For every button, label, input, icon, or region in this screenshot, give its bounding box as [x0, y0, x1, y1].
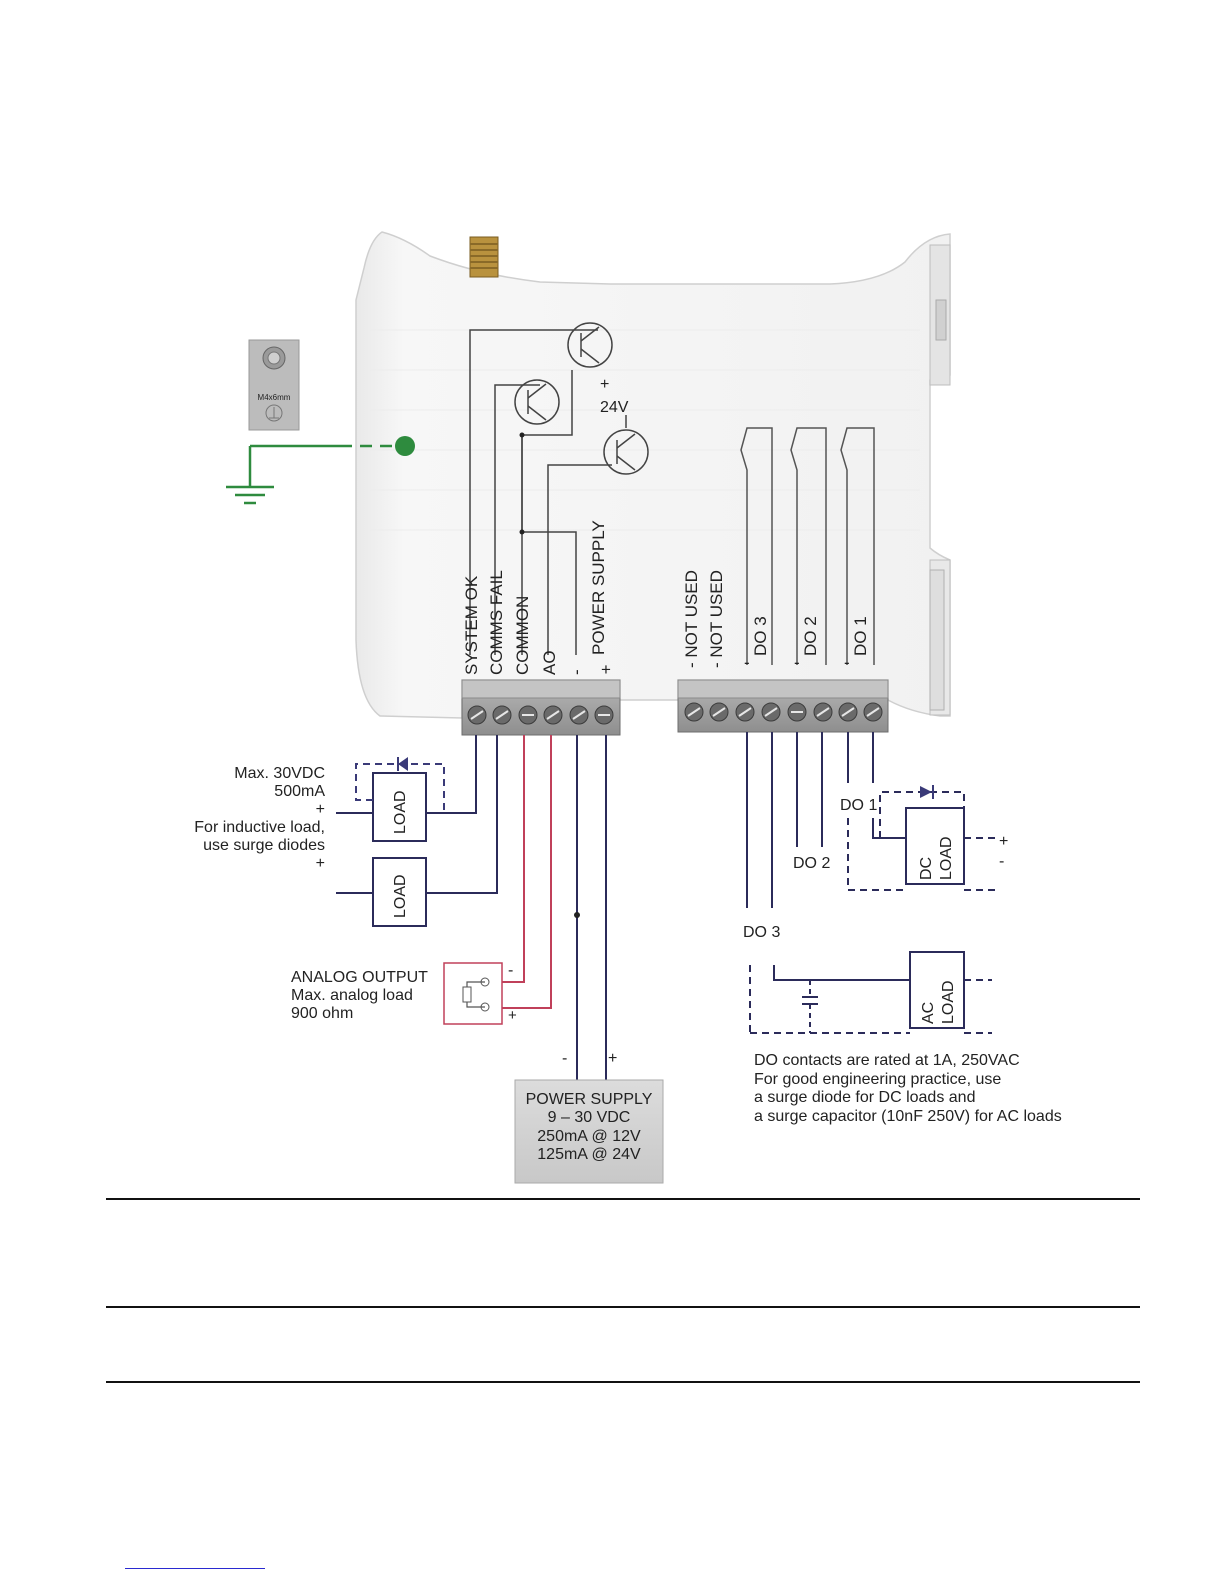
- terminal-label-common: COMMON: [513, 596, 532, 675]
- divider-rule-3: [106, 1381, 1140, 1383]
- load-surge-diode: [355, 763, 445, 813]
- ac-load-box: AC LOAD: [909, 951, 965, 1029]
- note-plus-1: +: [316, 801, 325, 818]
- ac-load-line1: AC: [920, 1002, 937, 1024]
- load-2-label: LOAD: [392, 874, 409, 918]
- dc-load-line1: DC: [918, 857, 935, 880]
- note-plus-2: +: [316, 855, 325, 872]
- dc-load-plus: +: [999, 833, 1008, 850]
- do3-label: DO 3: [743, 924, 780, 941]
- note-inductive-1: For inductive load,: [194, 819, 325, 836]
- terminal-label-psu-plus: +: [601, 660, 611, 679]
- relay-contacts: [740, 427, 875, 665]
- load-box-2: LOAD: [372, 857, 427, 927]
- terminal-label-comms-fail: COMMS FAIL: [487, 570, 506, 675]
- terminal-label-system-ok: SYSTEM OK: [462, 575, 481, 675]
- psu-plus: +: [608, 1050, 617, 1067]
- terminal-label-psu-minus: -: [567, 669, 586, 675]
- terminal-label-power-supply: POWER SUPPLY: [589, 520, 608, 655]
- load-1-label: LOAD: [392, 790, 409, 834]
- dc-load-box: DC LOAD: [905, 807, 965, 885]
- do-note-4: a surge capacitor (10nF 250V) for AC loa…: [754, 1108, 1062, 1125]
- psu-line-4: 125mA @ 24V: [537, 1146, 641, 1163]
- terminal-label-do1: DO 1: [851, 616, 870, 656]
- analog-minus: -: [508, 962, 513, 979]
- analog-output-load: - +: [443, 962, 517, 1025]
- device-housing: [355, 231, 951, 719]
- footnote-link-rule[interactable]: [125, 1568, 265, 1569]
- do1-label: DO 1: [840, 797, 877, 814]
- divider-rule-2: [106, 1306, 1140, 1308]
- do-notes: DO contacts are rated at 1A, 250VAC For …: [754, 1052, 1062, 1125]
- psu-line-2: 9 – 30 VDC: [548, 1109, 631, 1126]
- screw-size-label: M4x6mm: [258, 393, 291, 402]
- ac-load-circuit: [749, 965, 992, 1034]
- left-notes: Max. 30VDC 500mA + For inductive load, u…: [194, 765, 325, 872]
- ground-connection: [226, 444, 398, 505]
- left-terminal-labels: SYSTEM OK COMMS FAIL COMMON AO - POWER S…: [462, 520, 611, 679]
- terminal-label-do2-minus: -: [794, 653, 800, 672]
- power-supply-box: POWER SUPPLY 9 – 30 VDC 250mA @ 12V 125m…: [514, 1079, 664, 1184]
- do2-label: DO 2: [793, 855, 830, 872]
- dc-load-line2: LOAD: [938, 836, 955, 880]
- right-terminal-labels: - NOT USED - NOT USED - DO 3 - DO 2 - DO…: [682, 570, 870, 672]
- analog-output-title: ANALOG OUTPUT: [291, 969, 428, 986]
- terminal-label-ao: AO: [540, 650, 559, 675]
- ground-screw-label: M4x6mm: [248, 339, 300, 431]
- terminal-block-right: [677, 679, 889, 733]
- ground-point: [395, 436, 415, 456]
- internal-circuit: [469, 322, 649, 655]
- do-note-2: For good engineering practice, use: [754, 1071, 1001, 1088]
- dc-load-minus: -: [999, 853, 1004, 870]
- terminal-block-left: [461, 679, 621, 736]
- terminal-label-do3-minus: -: [744, 653, 750, 672]
- terminal-label-do2: DO 2: [801, 616, 820, 656]
- load-box-1: LOAD: [372, 772, 427, 842]
- psu-line-1: POWER SUPPLY: [526, 1091, 653, 1108]
- terminal-label-do3: DO 3: [751, 616, 770, 656]
- do-note-3: a surge diode for DC loads and: [754, 1089, 975, 1106]
- terminal-label-do1-minus: -: [844, 653, 850, 672]
- external-wiring-right: [746, 732, 874, 908]
- ac-load-line2: LOAD: [940, 980, 957, 1024]
- terminal-label-not-used-1: - NOT USED: [682, 570, 701, 668]
- terminal-label-not-used-2: - NOT USED: [707, 570, 726, 668]
- analog-output-line3: 900 ohm: [291, 1005, 353, 1022]
- supply-24v-label: 24V: [600, 399, 629, 416]
- psu-minus: -: [562, 1050, 567, 1067]
- supply-24v-plus: +: [600, 376, 609, 393]
- antenna-connector: [469, 236, 499, 278]
- analog-output-line2: Max. analog load: [291, 987, 413, 1004]
- note-max-voltage: Max. 30VDC: [234, 765, 325, 782]
- analog-plus: +: [508, 1007, 517, 1024]
- note-inductive-2: use surge diodes: [203, 837, 325, 854]
- do-note-1: DO contacts are rated at 1A, 250VAC: [754, 1052, 1020, 1069]
- psu-line-3: 250mA @ 12V: [537, 1128, 641, 1145]
- note-max-current: 500mA: [274, 783, 325, 800]
- divider-rule-1: [106, 1198, 1140, 1200]
- external-wiring-left: [336, 735, 607, 1080]
